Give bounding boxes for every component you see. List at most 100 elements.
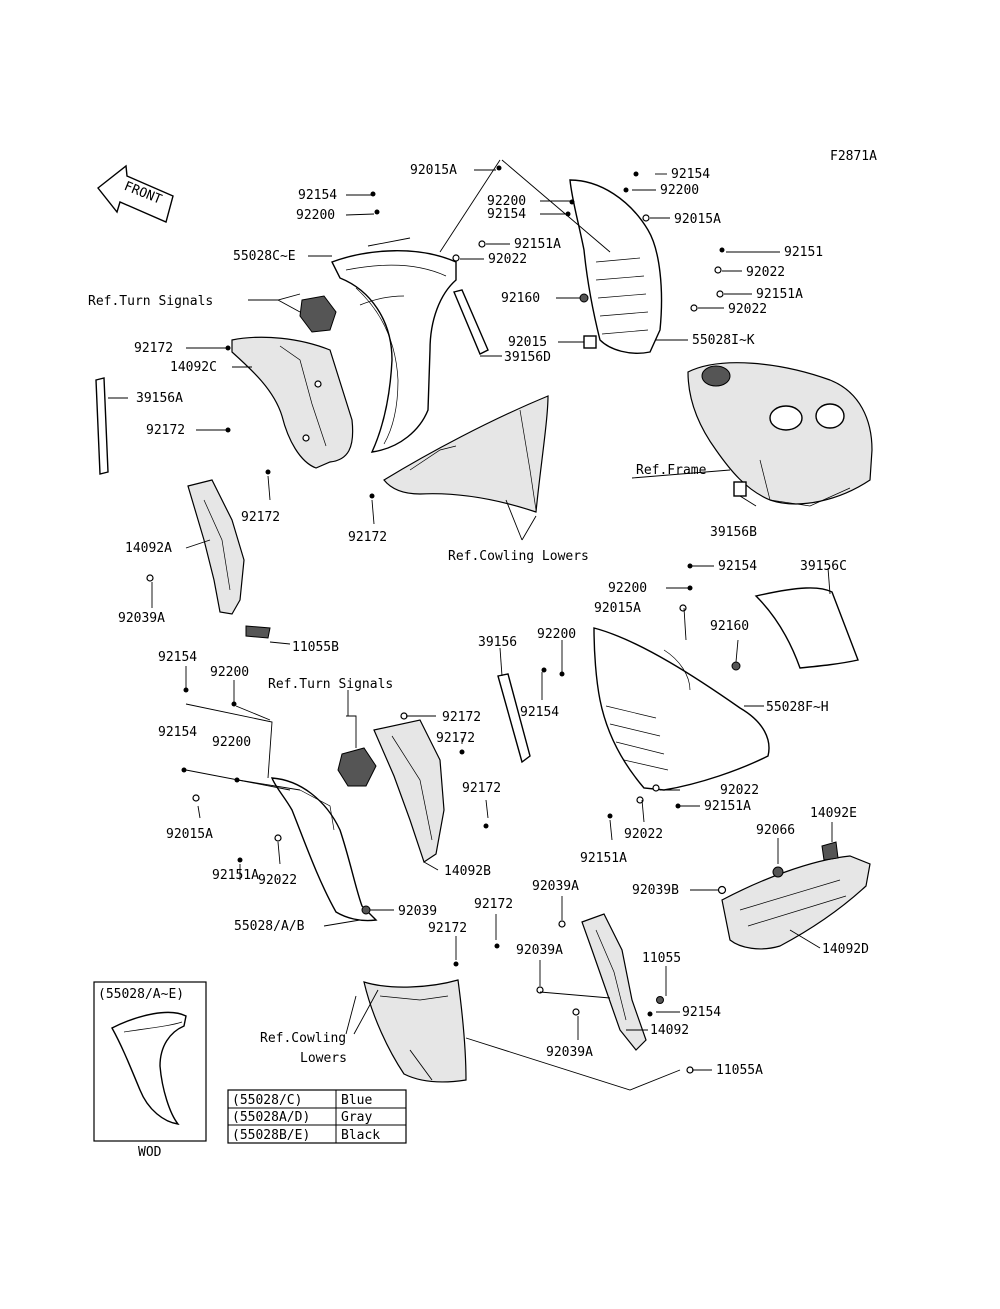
callout-label: 92172 <box>146 423 185 438</box>
color-table-code: (55028A/D) <box>232 1110 310 1125</box>
callout-label: 92154 <box>158 725 197 740</box>
callout-label: 14092D <box>822 942 869 957</box>
inset-caption: WOD <box>138 1145 162 1160</box>
inset-cowl-part <box>111 1011 187 1125</box>
callout-label: 92154 <box>718 559 757 574</box>
lower-cowl-left-part <box>270 777 378 922</box>
callout-label: 92022 <box>624 827 663 842</box>
callout-label: 92154 <box>671 167 710 182</box>
color-table-code: (55028/C) <box>232 1093 302 1108</box>
callout-label: 92039A <box>118 611 165 626</box>
callout-label: 92172 <box>436 731 475 746</box>
turn-signal-bracket-upper-part <box>299 295 337 333</box>
callout-label: 92160 <box>501 291 540 306</box>
variant-inset: (55028/A~E) WOD <box>93 981 207 1160</box>
callout-label: 39156 <box>478 635 517 650</box>
bracket-11055b-part <box>245 625 271 639</box>
callout-label: 55028I~K <box>692 333 755 348</box>
callout-label: 92154 <box>682 1005 721 1020</box>
callout-label: 11055A <box>716 1063 763 1078</box>
cowling-lower-ref-lower-part <box>363 979 467 1083</box>
inner-panel-14092-part <box>581 913 647 1051</box>
callout-label: 92015A <box>166 827 213 842</box>
callout-label: 92022 <box>488 252 527 267</box>
strip-39156a-part <box>95 377 109 475</box>
callout-label: 92039A <box>532 879 579 894</box>
callout-label: 92015A <box>674 212 721 227</box>
duct-14092d-part <box>721 855 871 950</box>
callout-label: Ref.Turn Signals <box>268 677 393 692</box>
callout-label: Ref.Turn Signals <box>88 294 213 309</box>
strip-39156-part <box>497 673 531 764</box>
callout-label: 92172 <box>474 897 513 912</box>
callout-label: 14092B <box>444 864 491 879</box>
callout-label: 92022 <box>720 783 759 798</box>
callout-label: 92039B <box>632 883 679 898</box>
callout-label: 92200 <box>296 208 335 223</box>
callout-label: 92200 <box>537 627 576 642</box>
callout-label: 14092A <box>125 541 172 556</box>
callout-label: 92154 <box>298 188 337 203</box>
fastener-marks <box>146 165 784 1074</box>
callout-label: 92039 <box>398 904 437 919</box>
callout-label: Ref.Cowling <box>260 1031 346 1046</box>
upper-cowl-right-part <box>569 179 663 354</box>
callout-label: 92200 <box>608 581 647 596</box>
callout-label: 11055B <box>292 640 339 655</box>
inner-panel-14092c-part <box>231 336 354 469</box>
callout-label: Lowers <box>300 1051 347 1066</box>
callout-label: 14092E <box>810 806 857 821</box>
callout-label: 92015A <box>410 163 457 178</box>
inner-panel-14092b-part <box>373 719 445 863</box>
callout-label: 92154 <box>520 705 559 720</box>
color-table-color: Gray <box>341 1110 372 1125</box>
color-table-color: Blue <box>341 1093 372 1108</box>
color-table-row: (55028/C) Blue <box>232 1093 372 1108</box>
callout-label: Ref.Frame <box>636 463 707 478</box>
callout-label: 92200 <box>487 194 526 209</box>
callout-label: 55028C~E <box>233 249 296 264</box>
frame-ref-part <box>687 362 873 507</box>
callout-label: 92151A <box>756 287 803 302</box>
callout-label: 92200 <box>660 183 699 198</box>
inset-title: (55028/A~E) <box>98 987 184 1002</box>
callout-label: 92015 <box>508 335 547 350</box>
callout-label: 92022 <box>746 265 785 280</box>
callout-label: 92172 <box>134 341 173 356</box>
callout-label: 92200 <box>212 735 251 750</box>
callout-label: 92172 <box>442 710 481 725</box>
color-table-code: (55028B/E) <box>232 1128 310 1143</box>
callout-label: 92022 <box>258 873 297 888</box>
callout-label: 92066 <box>756 823 795 838</box>
callout-labels: 92015A 92154 92200 92154 92200 92015A 92… <box>88 163 869 1078</box>
callout-label: 39156C <box>800 559 847 574</box>
panel-39156c-part <box>754 587 859 669</box>
callout-label: 92160 <box>710 619 749 634</box>
turn-signal-bracket-lower-part <box>337 747 377 787</box>
callout-label: 92015A <box>594 601 641 616</box>
block-39156b-part <box>733 481 747 497</box>
callout-label: 55028F~H <box>766 700 829 715</box>
strip-39156d-part <box>453 289 489 355</box>
upper-cowl-center-part <box>331 250 457 453</box>
leader-lines <box>108 159 833 1091</box>
color-table-row: (55028A/D) Gray <box>232 1110 372 1125</box>
callout-label: 14092 <box>650 1023 689 1038</box>
duct-14092e-part <box>821 841 839 861</box>
callout-label: 39156B <box>710 525 757 540</box>
mid-cowl-right-part <box>593 627 770 791</box>
callout-label: 14092C <box>170 360 217 375</box>
cowling-lower-ref-upper-part <box>383 395 549 513</box>
callout-label: 92039A <box>546 1045 593 1060</box>
color-table: (55028/C) Blue (55028A/D) Gray (55028B/E… <box>227 1089 407 1144</box>
color-table-row: (55028B/E) Black <box>232 1128 380 1143</box>
callout-label: 92172 <box>348 530 387 545</box>
callout-label: 92151A <box>212 868 259 883</box>
callout-label: 92022 <box>728 302 767 317</box>
color-table-color: Black <box>341 1128 380 1143</box>
callout-label: 92151 <box>784 245 823 260</box>
callout-label: 92151A <box>580 851 627 866</box>
callout-label: 92172 <box>241 510 280 525</box>
